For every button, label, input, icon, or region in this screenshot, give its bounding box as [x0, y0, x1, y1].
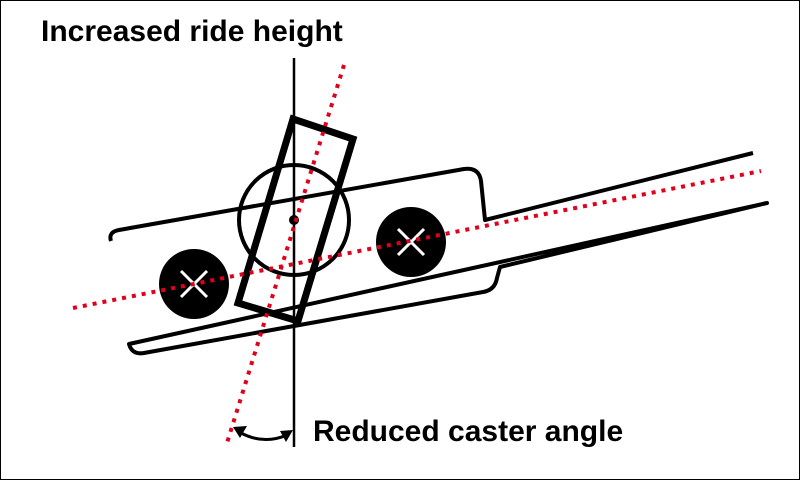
caster-angle-label: Reduced caster angle	[313, 415, 624, 448]
ride-height-label: Increased ride height	[41, 15, 343, 48]
arm-axis-dotted	[72, 169, 762, 310]
kingpin-axis-dotted	[225, 64, 346, 444]
bolt-hole-icon	[376, 207, 446, 277]
trailing-arm-outline	[108, 151, 769, 356]
angle-arrow-icon	[233, 426, 293, 442]
strut-rectangle	[233, 114, 358, 326]
